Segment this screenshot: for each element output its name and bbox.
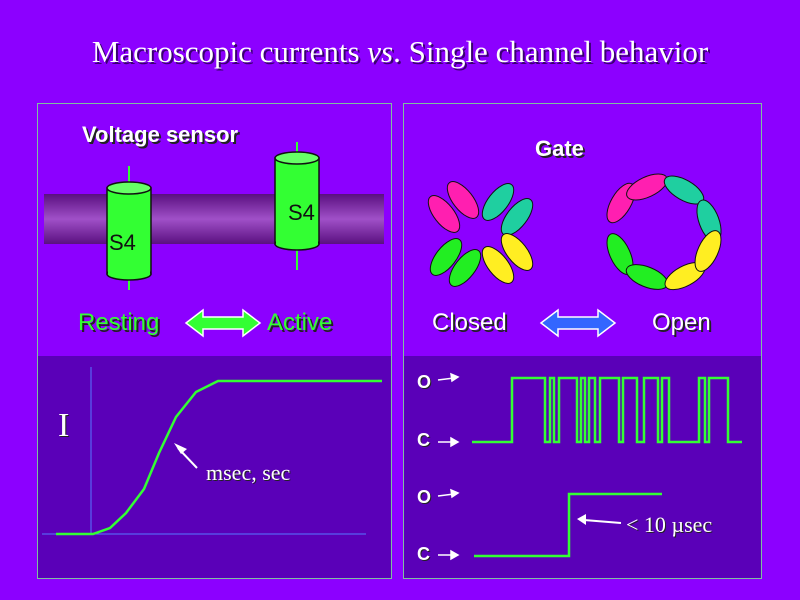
first-opening-trace xyxy=(474,492,662,558)
current-axis-label: I xyxy=(58,407,70,444)
voltage-sensor-diagram xyxy=(42,142,384,536)
s4-cylinder-active xyxy=(274,142,320,270)
closed-state-label-2: C xyxy=(417,544,430,564)
closed-channel xyxy=(427,181,534,287)
title-main: Macroscopic currents xyxy=(91,34,368,69)
macroscopic-current-trace xyxy=(56,379,382,536)
latency-label-prefix: < 10 xyxy=(626,512,672,537)
membrane xyxy=(44,194,384,244)
channel-subunit-icon xyxy=(427,195,461,233)
pointer-arrow-icon xyxy=(174,443,198,469)
right-panel-bottom xyxy=(404,356,761,578)
double-arrow-icon xyxy=(184,308,262,338)
gate-panel: Gate Closed Open O C O C < 10 µsec xyxy=(403,103,762,579)
voltage-sensor-heading: Voltage sensor xyxy=(82,122,239,147)
s4-cylinder-resting xyxy=(106,166,152,290)
single-channel-trace xyxy=(472,376,742,444)
title-vs: vs xyxy=(367,34,394,69)
closed-state-label-1: C xyxy=(417,430,430,450)
latency-label: < 10 µsec xyxy=(626,512,712,538)
title-rest: . Single channel behavior xyxy=(393,34,709,69)
s4-label-active: S4 xyxy=(288,200,315,225)
channel-subunit-icon xyxy=(429,238,463,276)
resting-label: Resting xyxy=(78,309,160,336)
gate-diagram xyxy=(427,173,742,561)
gate-heading: Gate xyxy=(535,136,584,161)
time-label: msec, sec xyxy=(206,460,291,485)
channel-subunit-icon xyxy=(481,183,515,221)
open-label: Open xyxy=(652,309,711,336)
slide-title: Macroscopic currents vs. Single channel … xyxy=(0,34,800,70)
closed-label: Closed xyxy=(432,309,507,336)
left-panel-bottom xyxy=(38,356,391,578)
latency-label-unit: µsec xyxy=(671,512,713,537)
state-arrows xyxy=(437,372,460,561)
channel-subunit-icon xyxy=(500,233,534,271)
open-state-label-2: O xyxy=(417,487,432,507)
pointer-arrow-icon xyxy=(577,514,622,525)
channel-subunit-icon xyxy=(481,246,515,284)
open-channel xyxy=(606,173,722,291)
channel-subunit-icon xyxy=(694,230,722,272)
active-label: Active xyxy=(267,309,333,336)
open-state-label-1: O xyxy=(417,372,432,392)
channel-subunit-icon xyxy=(446,181,480,219)
s4-label-resting: S4 xyxy=(109,230,136,255)
double-arrow-icon xyxy=(539,308,617,338)
voltage-sensor-panel: Voltage sensor S4 S4 Resting Active I ms… xyxy=(37,103,392,579)
channel-subunit-icon xyxy=(448,249,482,287)
